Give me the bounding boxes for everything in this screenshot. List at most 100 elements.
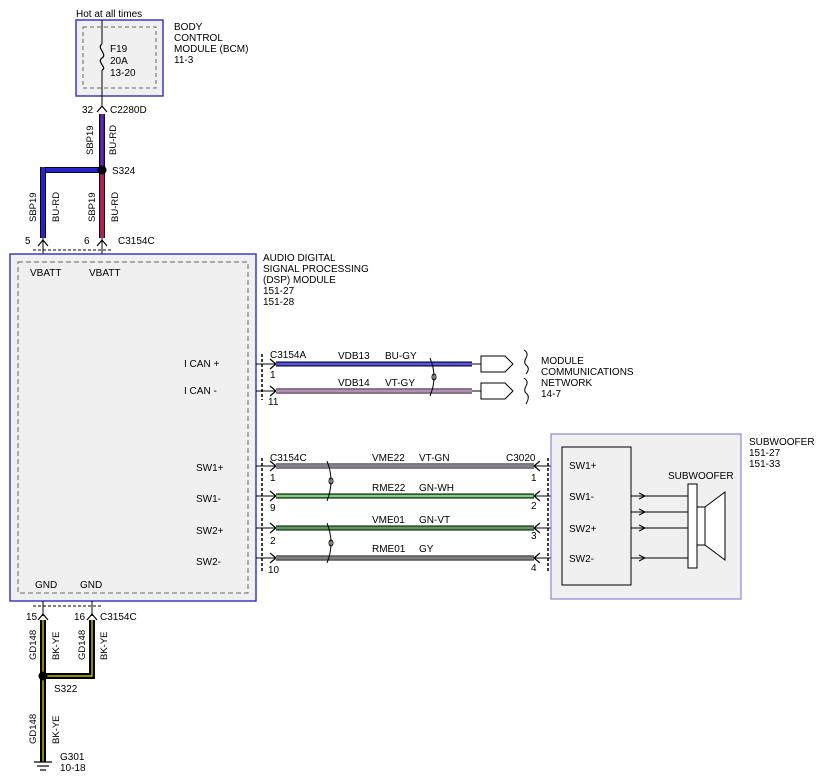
sw1-plus-label: SW1+	[196, 463, 224, 474]
ground-name: G301	[60, 752, 85, 763]
speaker-color-4: GY	[419, 544, 434, 555]
speaker-connector-right: C3020	[506, 453, 536, 464]
sub-terminal-sw1-plus: SW1+	[569, 461, 597, 472]
right-wire-circuit: SBP19	[87, 192, 98, 222]
network-break-mark-2	[523, 377, 529, 405]
sub-terminal-sw2-minus: SW2-	[569, 554, 594, 565]
fuse-reference: 13-20	[110, 68, 136, 79]
can-connector-name: C3154A	[270, 350, 306, 361]
sub-terminal-sw2-plus: SW2+	[569, 524, 597, 535]
twisted-pair-icon	[326, 522, 332, 564]
can-color-1: BU-GY	[385, 351, 417, 362]
sw1-minus-label: SW1-	[196, 494, 221, 505]
dsp-inner-box	[17, 261, 249, 594]
fuse-name: F19	[110, 44, 128, 55]
bcm-title-line-3: MODULE (BCM)	[174, 44, 248, 55]
lead-arrow-icon	[638, 492, 647, 500]
ican-minus-label: I CAN -	[184, 386, 217, 397]
gnd-label-2: GND	[80, 580, 102, 591]
dsp-module: AUDIO DIGITAL SIGNAL PROCESSING (DSP) MO…	[9, 253, 369, 602]
sw2-minus-label: SW2-	[196, 557, 221, 568]
left-wire-circuit: SBP19	[28, 192, 39, 222]
speaker-color-3: GN-VT	[419, 515, 450, 526]
gnd-bottom-circuit: GD148	[28, 714, 39, 744]
network-label-line-2: COMMUNICATIONS	[541, 367, 634, 378]
gnd-left-circuit: GD148	[28, 630, 39, 660]
gnd-label-1: GND	[35, 580, 57, 591]
splice-s324-dot	[97, 165, 107, 175]
fuse-rating: 20A	[110, 56, 128, 67]
vbatt-label-1: VBATT	[30, 268, 61, 279]
twisted-pair-icon	[326, 460, 332, 502]
vbatt-label-2: VBATT	[89, 268, 120, 279]
dsp-box	[9, 253, 257, 602]
speaker-circuit-2: RME22	[372, 483, 406, 494]
speaker-voice-coil-icon	[687, 483, 698, 569]
can-wiring: C3154A 1 VDB13 BU-GY 11 VDB14 VT-GY MODU…	[256, 349, 634, 408]
speaker-pin-left-1: 1	[270, 473, 276, 484]
can-circuit-2: VDB14	[338, 378, 370, 389]
speaker-wiring: C3154C C3020 1 VME22 VT-GN 1 9 RME22 GN-…	[256, 453, 562, 576]
speaker-circuit-3: VME01	[372, 515, 405, 526]
can-circuit-1: VDB13	[338, 351, 370, 362]
network-label-line-3: NETWORK	[541, 378, 592, 389]
top-wire-color: BU-RD	[108, 125, 119, 155]
ican-plus-label: I CAN +	[184, 359, 219, 370]
speaker-pin-left-2: 9	[270, 503, 276, 514]
network-label-line-1: MODULE	[541, 356, 584, 367]
bcm-connector-name: C2280D	[110, 105, 147, 116]
subwoofer-title-line-3: 151-33	[749, 459, 781, 470]
speaker-pin-right-2: 2	[531, 501, 537, 512]
sub-terminal-sw1-minus: SW1-	[569, 492, 594, 503]
network-label-line-4: 14-7	[541, 389, 561, 400]
subwoofer-inner-label: SUBWOOFER	[668, 471, 734, 482]
bcm-module: Hot at all times F19 20A 13-20 BODY CONT…	[75, 9, 248, 116]
right-wire-color: BU-RD	[110, 192, 121, 222]
dsp-pin-6: 6	[84, 236, 90, 247]
left-wire-color: BU-RD	[51, 192, 62, 222]
wire-stripe	[43, 620, 93, 677]
bcm-title-line-1: BODY	[174, 22, 203, 33]
dsp-title-line-3: (DSP) MODULE	[263, 275, 336, 286]
splice-s324-label: S324	[112, 166, 136, 177]
gnd-right-color: BK-YE	[99, 631, 110, 660]
bcm-title-line-2: CONTROL	[174, 33, 223, 44]
speaker-color-1: VT-GN	[419, 453, 450, 464]
bcm-pin-connector-icon	[96, 105, 108, 113]
sw2-plus-label: SW2+	[196, 526, 224, 537]
network-arrow-icon-2	[480, 382, 514, 400]
gnd-left-color: BK-YE	[51, 631, 62, 660]
power-wiring: SBP19 BU-RD SBP19 BU-RD SBP19 BU-RD S324…	[25, 114, 155, 255]
can-pin-11: 11	[268, 397, 279, 408]
gnd-pin-15-connector-icon	[37, 613, 49, 621]
splice-s322-label: S322	[54, 684, 78, 695]
gnd-right-circuit: GD148	[77, 630, 88, 660]
network-arrow-icon-1	[480, 355, 514, 373]
speaker-magnet-icon	[696, 506, 706, 546]
bcm-box	[75, 19, 164, 97]
network-break-mark-1	[523, 349, 529, 375]
twisted-pair-loop	[328, 477, 334, 485]
gnd-pin-16-connector-icon	[86, 613, 98, 621]
can-pin-1: 1	[270, 370, 276, 381]
subwoofer-module: SUBWOOFER 151-27 151-33 SUBWOOFER SW1+ S…	[550, 433, 815, 600]
dsp-title-line-2: SIGNAL PROCESSING	[263, 264, 369, 275]
top-wire-circuit: SBP19	[85, 125, 96, 155]
fuse-icon	[99, 43, 105, 71]
dsp-title-line-5: 151-28	[263, 297, 295, 308]
gnd-connector-name: C3154C	[100, 612, 137, 623]
speaker-pin-left-4: 10	[268, 565, 280, 576]
dsp-title-line-1: AUDIO DIGITAL	[263, 253, 336, 264]
twisted-pair-loop	[328, 539, 334, 547]
twisted-pair-loop	[431, 373, 437, 381]
splice-s322-dot	[38, 671, 48, 681]
speaker-cone-icon	[704, 491, 726, 561]
lead-arrow-icon	[638, 508, 647, 516]
lead-arrow-icon	[638, 554, 647, 562]
twisted-pair-icon	[429, 357, 435, 397]
speaker-color-2: GN-WH	[419, 483, 454, 494]
speaker-pin-right-3: 3	[531, 531, 537, 542]
subwoofer-terminal-block	[561, 446, 632, 586]
bcm-title-line-4: 11-3	[174, 55, 194, 66]
bcm-pin-number: 32	[82, 105, 94, 116]
